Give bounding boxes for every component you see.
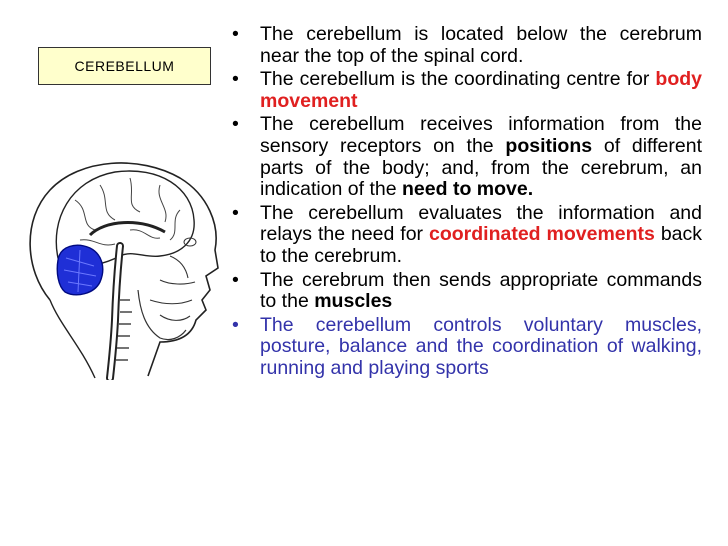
bullet-marker: • <box>232 313 239 336</box>
emphasis-positions: positions <box>505 134 593 157</box>
bullet-coordinating-centre: • The cerebellum is the coordinating cen… <box>232 68 702 112</box>
spine-vertebrae <box>116 299 132 361</box>
bullet-marker: • <box>232 23 239 45</box>
bullet-text: The cerebrum then sends appropriate comm… <box>260 268 702 313</box>
head-outline <box>29 162 219 377</box>
cerebellum-title-label: CEREBELLUM <box>74 58 175 74</box>
bullet-location: • The cerebellum is located below the ce… <box>232 23 702 67</box>
jaw-bone <box>137 289 187 341</box>
emphasis-muscles: muscles <box>314 290 393 313</box>
emphasis-coordinated-movements: coordinated movements <box>428 223 655 246</box>
emphasis-need-to-move: need to move. <box>402 178 534 201</box>
bullet-text: back to the cerebrum. <box>260 223 703 267</box>
eye-socket <box>183 237 197 247</box>
head-brain-cross-section-illustration <box>29 162 219 380</box>
bullet-text: The cerebellum is located below the cere… <box>260 23 702 67</box>
emphasis-body-movement: body movement <box>260 68 702 112</box>
corpus-callosum <box>88 221 166 237</box>
cerebellum-title-box: CEREBELLUM <box>38 47 211 85</box>
bullet-marker: • <box>232 113 239 136</box>
bullet-text: of different parts of the body; and, fro… <box>260 134 702 201</box>
bullet-evaluates: • The cerebellum evaluates the informati… <box>232 201 703 268</box>
bullet-marker: • <box>232 68 239 91</box>
bullet-controls-voluntary-muscles: • The cerebellum controls voluntary musc… <box>232 313 702 380</box>
face-details <box>149 255 196 321</box>
brain-folds <box>74 177 181 246</box>
bullet-receives-information: • The cerebellum receives information fr… <box>232 114 702 200</box>
cerebellum-folds <box>63 249 97 293</box>
cerebellum-facts-list: • The cerebellum is located below the ce… <box>232 23 703 382</box>
bullet-text: The cerebellum controls voluntary muscle… <box>260 313 702 379</box>
neck-back-outline <box>49 299 96 379</box>
bullet-marker: • <box>232 268 239 291</box>
bullet-text: The cerebellum receives information from… <box>260 113 702 157</box>
bullet-text: The cerebellum is the coordinating centr… <box>260 68 656 91</box>
bullet-marker: • <box>232 201 239 224</box>
bullet-sends-commands: • The cerebrum then sends appropriate co… <box>232 268 702 313</box>
brainstem-inner <box>108 244 122 380</box>
bullet-text: The cerebellum evaluates the information… <box>260 201 702 246</box>
